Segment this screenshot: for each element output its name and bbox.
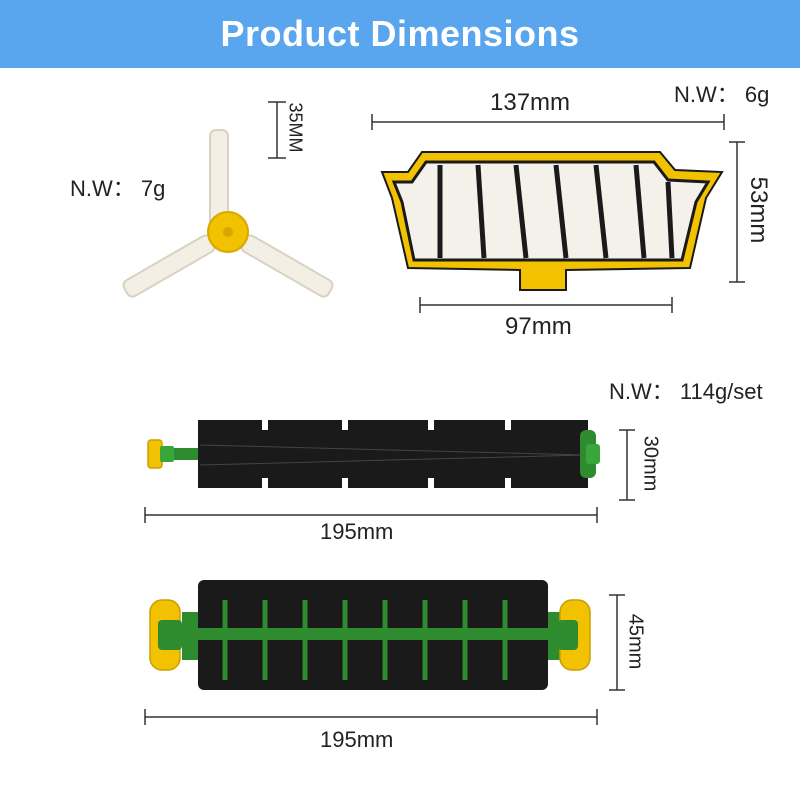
filter-image [380,151,724,291]
bristle-roller-dimension-lines [144,594,625,725]
side-brush-dimension-line [268,101,286,159]
side-brush-weight-label: N.W： 7g [70,176,166,201]
flex-roller-dimension-lines [144,429,635,523]
flex-roller-height-label: 30mm [639,435,662,492]
title-banner: Product Dimensions [0,0,800,68]
flex-roller-image [147,420,600,488]
bristle-roller-image [149,580,591,690]
bristle-roller-height-label: 45mm [624,613,647,670]
page-title: Product Dimensions [220,13,580,54]
side-brush-length-label: 35MM [285,102,306,153]
filter-height-label: 53mm [745,176,772,244]
filter-bottom-width-label: 97mm [505,313,572,340]
bristle-roller-length-label: 195mm [320,727,394,752]
filter-weight-label: N.W： 6g [674,82,770,107]
side-brush-image [122,129,334,298]
flex-roller-length-label: 195mm [320,519,394,544]
filter-dimension-lines [371,114,745,313]
flex-roller-set-weight-label: N.W： 114g/set [609,379,763,404]
filter-top-width-label: 137mm [490,89,571,116]
